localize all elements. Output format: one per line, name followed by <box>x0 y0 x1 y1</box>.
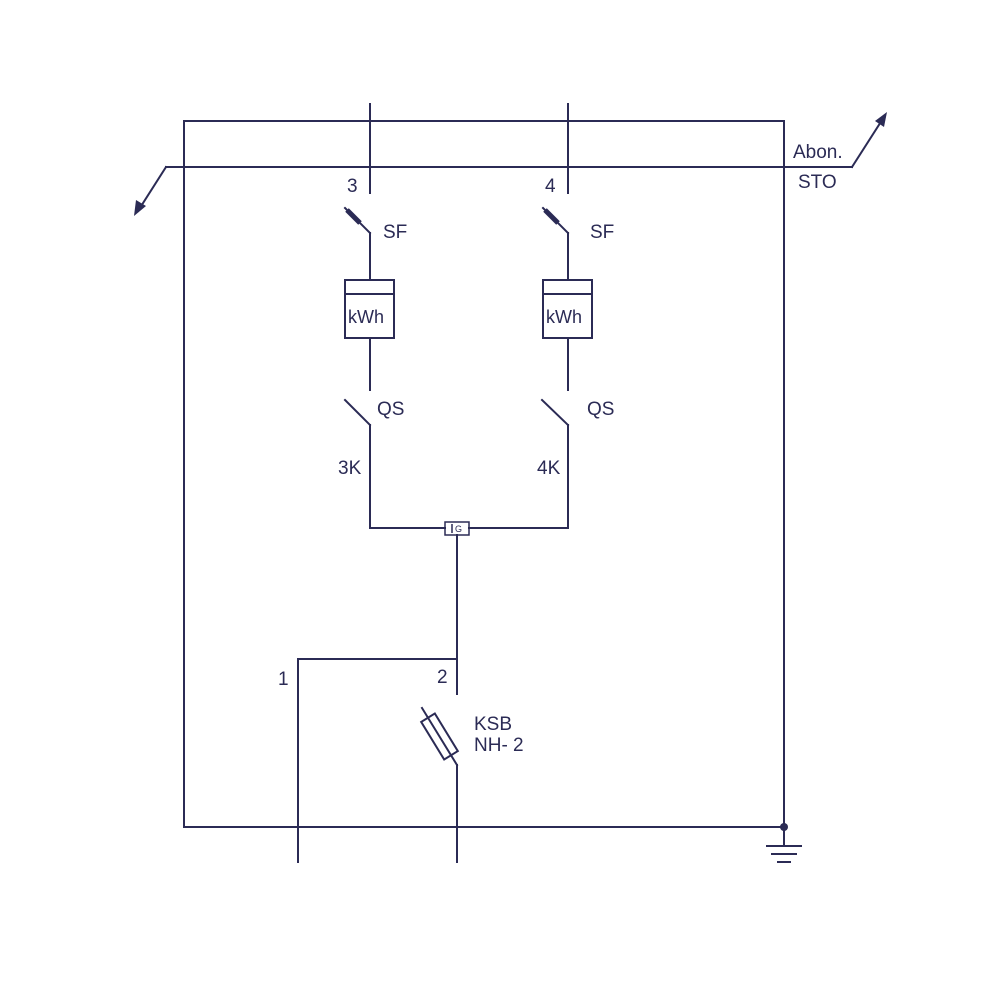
output-2-number: 2 <box>437 667 448 688</box>
circuit-breaker-icon <box>541 206 570 281</box>
cabinet-enclosure <box>183 120 785 828</box>
abon-label: Abon. <box>793 142 843 163</box>
ground-icon <box>766 823 802 863</box>
output-1-number: 1 <box>278 669 289 690</box>
qs-left-label: QS <box>377 399 404 420</box>
disconnector-switch-icon <box>343 398 372 529</box>
junction-label: G <box>455 524 462 534</box>
output-2: 2 KSB NH- 2 <box>419 667 524 863</box>
qs-right-label: QS <box>587 399 614 420</box>
boundary-arrow-left-icon <box>134 200 146 216</box>
sto-label: STO <box>798 172 837 193</box>
boundary-arrow-right-icon <box>875 112 887 127</box>
cable-3k-label: 3K <box>338 458 362 479</box>
kwh-left-label: kWh <box>348 307 384 327</box>
output-1: 1 <box>278 658 458 863</box>
feeder-4-number: 4 <box>545 176 556 197</box>
cable-4k-label: 4K <box>537 458 561 479</box>
feeder-3-number: 3 <box>347 176 358 197</box>
boundary-line <box>134 112 887 216</box>
disconnector-switch-icon <box>540 398 570 529</box>
sf-left-label: SF <box>383 222 407 243</box>
feeder-3: 3 SF kWh QS 3K <box>338 103 407 529</box>
fuse-size-label: NH- 2 <box>474 735 524 756</box>
kwh-right-label: kWh <box>546 307 582 327</box>
fuse-type-label: KSB <box>474 714 512 735</box>
sf-right-label: SF <box>590 222 614 243</box>
circuit-breaker-icon <box>343 206 372 281</box>
feeder-4: 4 SF kWh QS 4K <box>537 103 614 529</box>
fuse-icon <box>419 706 460 863</box>
junction: G <box>369 521 569 695</box>
